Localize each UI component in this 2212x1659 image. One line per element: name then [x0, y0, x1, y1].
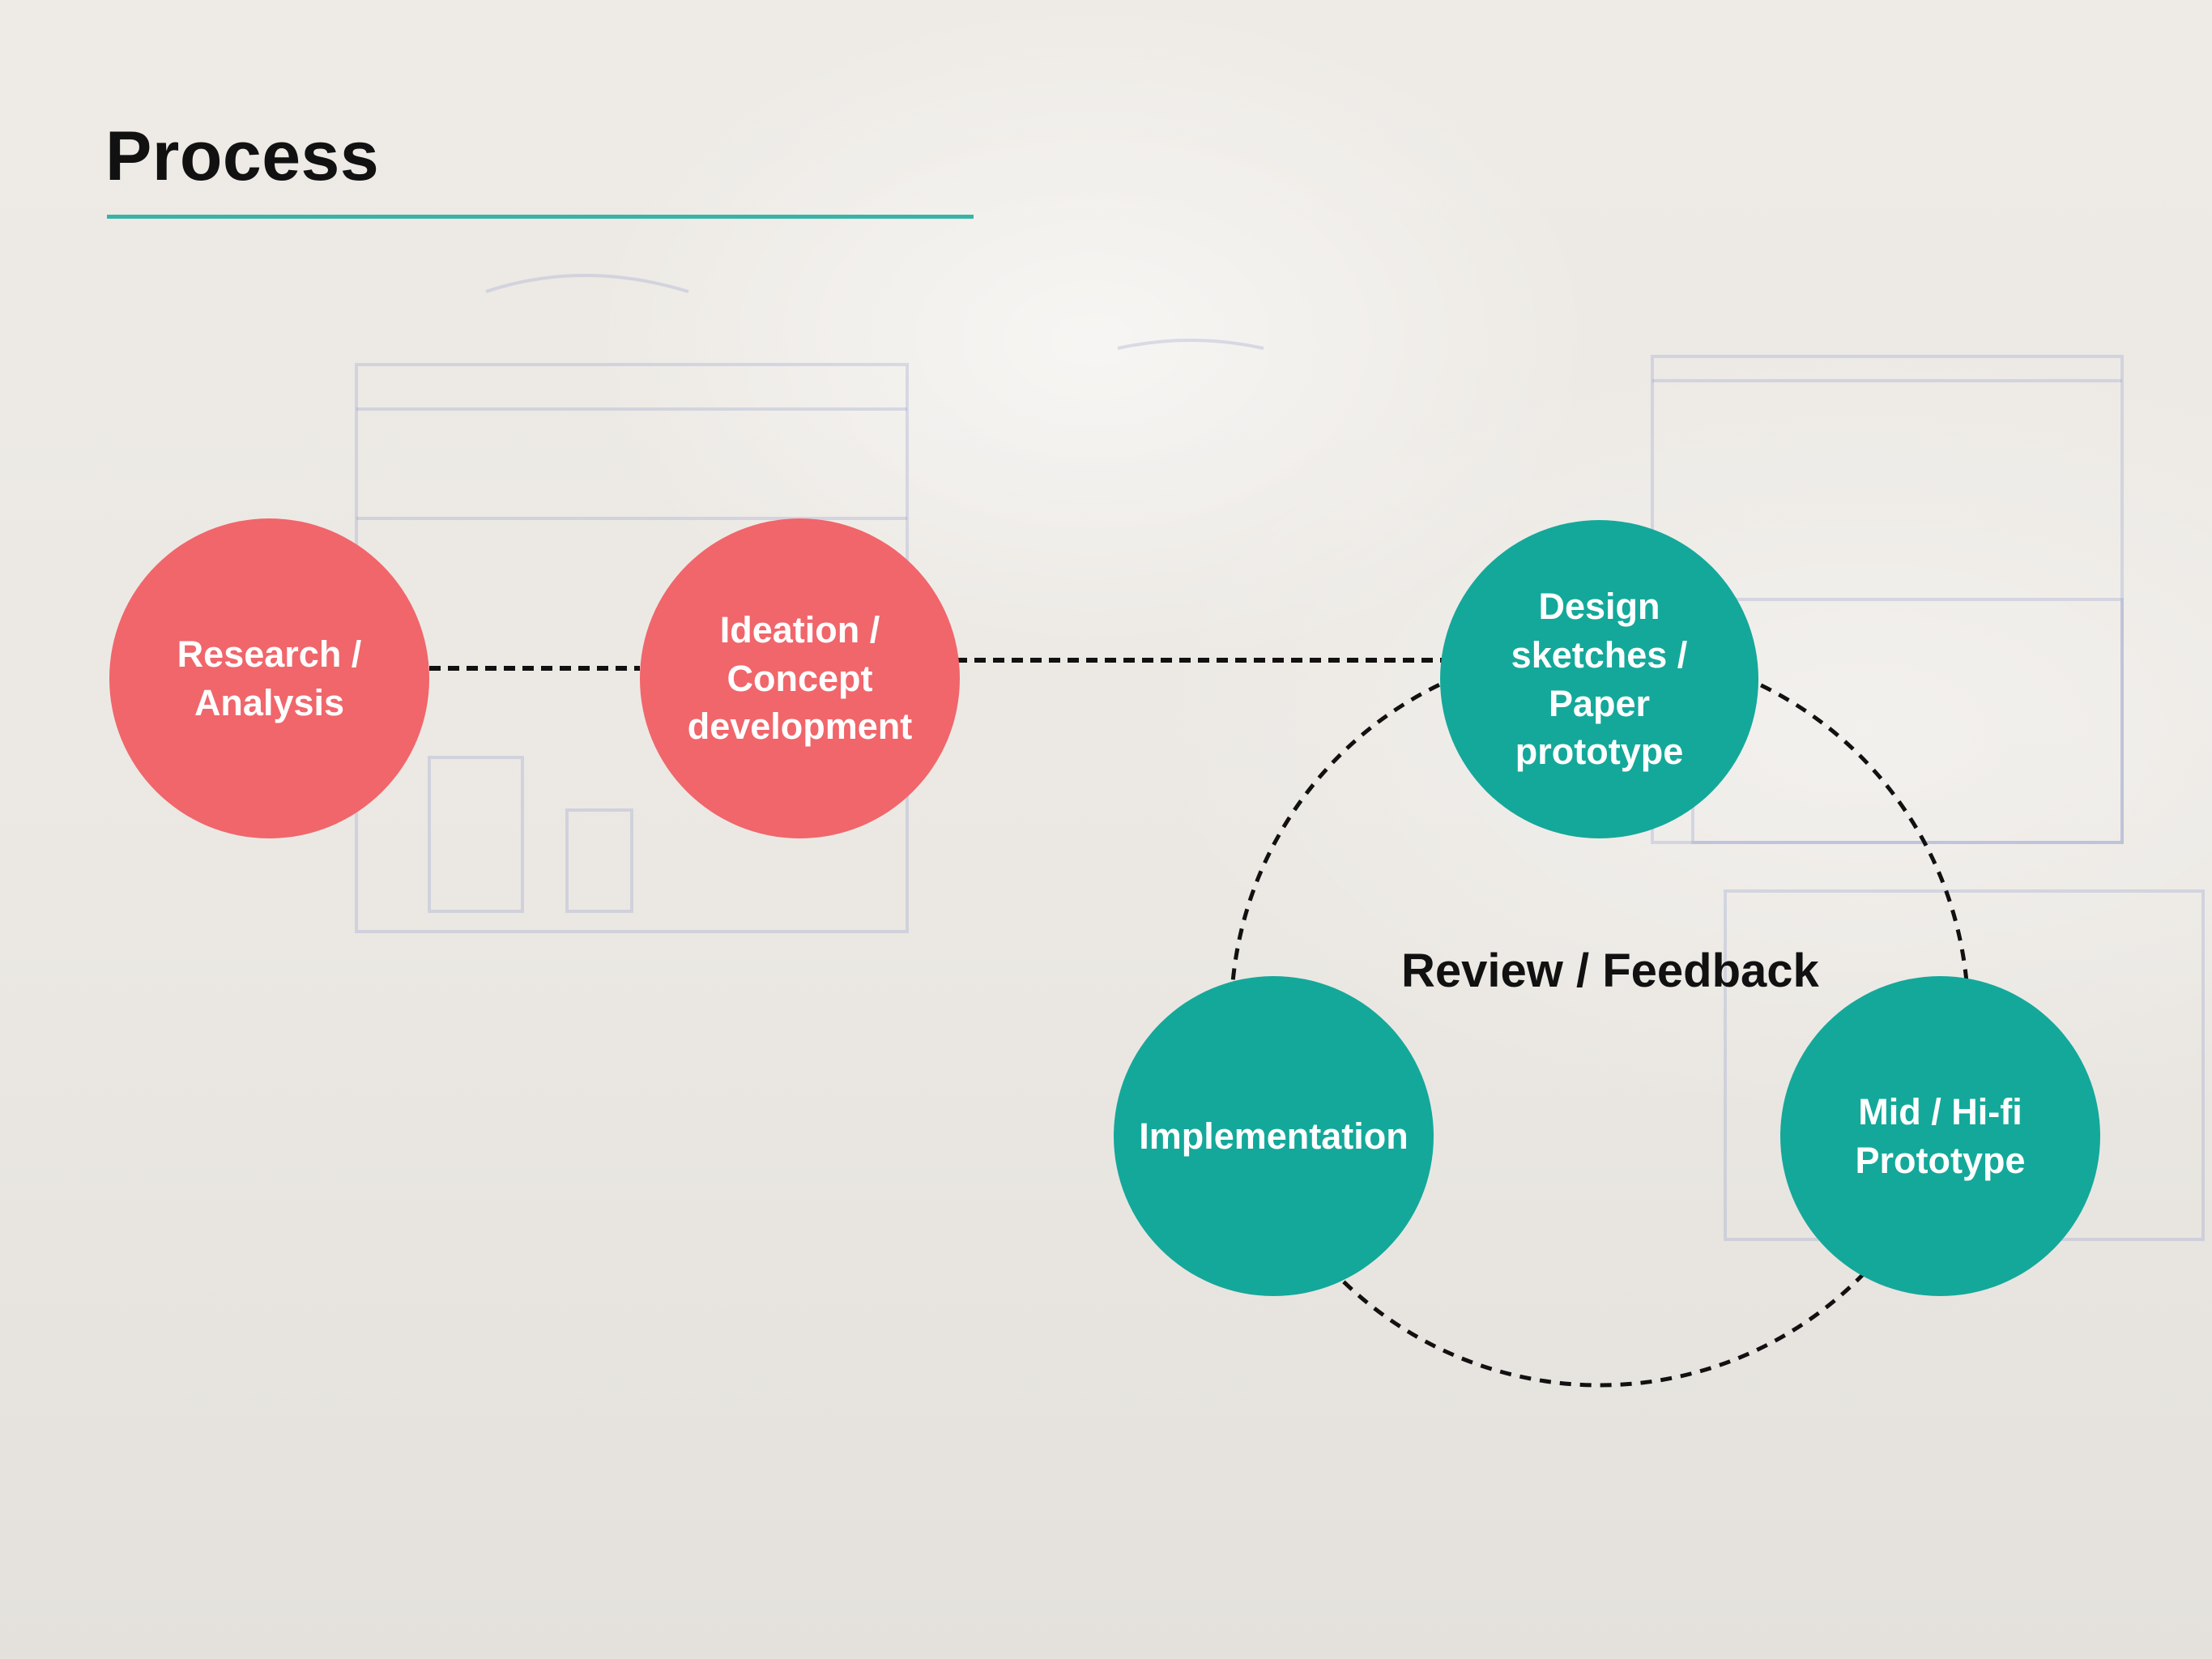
review-feedback-label: Review / Feedback	[1401, 945, 1819, 997]
stage-label: Ideation / Concept development	[687, 608, 913, 748]
stage-hifi-prototype: Mid / Hi-fi Prototype	[1780, 976, 2100, 1296]
stage-label: Research / Analysis	[177, 633, 362, 723]
stage-design-sketches: Design sketches / Paper prototype	[1440, 520, 1758, 838]
page-title: Process	[105, 117, 380, 195]
stage-ideation-concept: Ideation / Concept development	[640, 518, 960, 838]
stage-implementation: Implementation	[1114, 976, 1434, 1296]
stage-label: Mid / Hi-fi Prototype	[1855, 1090, 2026, 1181]
stage-research-analysis: Research / Analysis	[109, 518, 429, 838]
title-underline	[107, 215, 974, 219]
stage-label: Implementation	[1139, 1115, 1409, 1157]
stage-label: Design sketches / Paper prototype	[1511, 585, 1688, 773]
